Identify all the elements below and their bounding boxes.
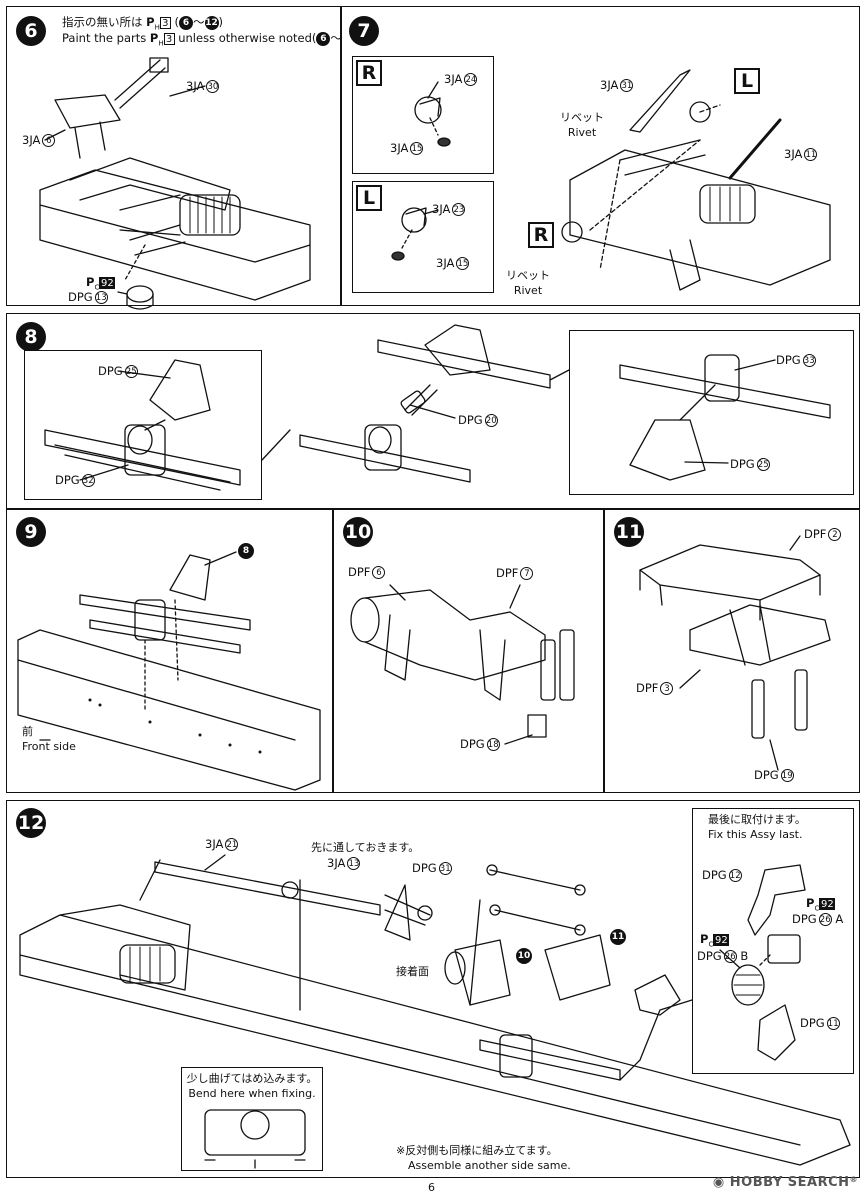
bend-note-en: Bend here when fixing. [188,1087,316,1100]
reference-step-8: 8 [238,543,254,559]
step-10-number: 10 [343,517,373,547]
right-side-tag: R [356,60,382,86]
step-6-illustration [39,57,311,310]
step-6-number: 6 [16,16,46,46]
step-10-panel [333,509,604,793]
left-side-tag: L [356,185,382,211]
step-7-number: 7 [349,16,379,46]
step-7-illustration [391,69,831,291]
step-12-illustration [19,854,851,1169]
pre-insert-note: 先に通しておきます。 [311,841,420,854]
bend-note-jp: 少し曲げてはめ込みます。 [186,1072,318,1085]
left-side-tag-main: L [734,68,760,94]
step-8-number: 8 [16,322,46,352]
other-side-note: ※反対側も同様に組み立てます。Assemble another side sam… [396,1144,571,1172]
step-9-illustration [17,551,321,791]
step-9-number: 9 [16,517,46,547]
step-12-number: 12 [16,808,46,838]
step-9-panel [6,509,333,793]
page-number: 6 [428,1181,435,1194]
step-11-panel [604,509,860,793]
step-10-illustration [350,584,575,745]
last-assy-note: 最後に取付けます。Fix this Assy last. [708,813,806,841]
step-8-illustration [44,324,831,491]
contact-face-note: 接着面 [396,965,429,978]
step-11-number: 11 [614,517,644,547]
reference-step-11: 11 [610,929,626,945]
right-side-tag-main: R [528,222,554,248]
watermark-logo: ◉ HOBBY SEARCH® [712,1175,858,1190]
reference-step-10: 10 [516,948,532,964]
step-6-panel [6,6,341,306]
step-11-illustration [639,535,831,771]
